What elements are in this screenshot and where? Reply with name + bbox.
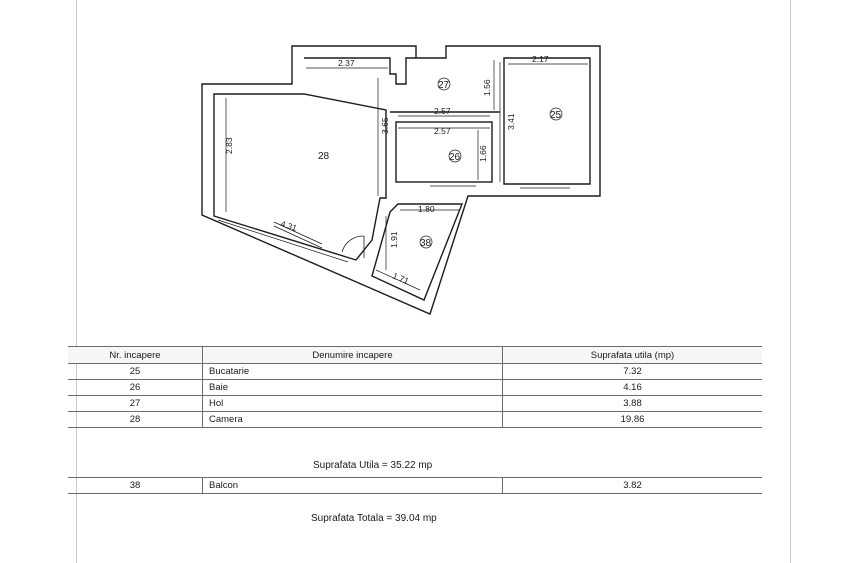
- window-line: [273, 225, 323, 249]
- room-38-inner-wall: [371, 203, 464, 301]
- room-number: 26: [449, 152, 461, 163]
- row-nr: 28: [68, 411, 203, 428]
- dimension-label: 4.31: [279, 218, 298, 233]
- table-row: 25 Bucatarie 7.32: [68, 363, 762, 380]
- sheet-edge-right: [790, 0, 791, 563]
- dimension-label: 2.57: [434, 106, 451, 116]
- row-name: Balcon: [202, 477, 503, 494]
- header-area: Suprafata utila (mp): [502, 346, 762, 364]
- sheet-edge-left: [76, 0, 77, 563]
- total-area: Suprafata Totala = 39.04 mp: [311, 513, 437, 524]
- room-number: 25: [550, 110, 562, 121]
- dimension-label: 3.41: [506, 113, 516, 130]
- table-header-row: Nr. incapere Denumire incapere Suprafata…: [68, 346, 762, 364]
- room-number: 28: [318, 151, 330, 162]
- row-nr: 25: [68, 363, 203, 380]
- rooms-table: Nr. incapere Denumire incapere Suprafata…: [68, 346, 762, 428]
- useful-area-total: Suprafata Utila = 35.22 mp: [313, 460, 433, 471]
- dim-line: [375, 269, 421, 291]
- balcony-table: 38 Balcon 3.82: [68, 477, 762, 494]
- row-area: 3.88: [502, 395, 762, 412]
- room-25-wall: [503, 57, 591, 185]
- dimension-label: 3.65: [380, 117, 390, 134]
- dimension-label: 2.37: [338, 58, 355, 68]
- row-name: Hol: [202, 395, 503, 412]
- dimension-label: 2.17: [532, 54, 549, 64]
- dimension-label: 2.57: [434, 126, 451, 136]
- row-nr: 27: [68, 395, 203, 412]
- dimension-label: 2.83: [224, 137, 234, 154]
- row-name: Camera: [202, 411, 503, 428]
- floor-plan: 28 27 26 25 38 2.37 2.83 3.65 4.31 2.57 …: [201, 45, 601, 315]
- row-name: Bucatarie: [202, 363, 503, 380]
- dimension-label: 1.91: [389, 231, 399, 248]
- table-row: 28 Camera 19.86: [68, 411, 762, 428]
- header-nr: Nr. incapere: [68, 346, 203, 364]
- room-numbers: 28 27 26 25 38: [318, 77, 563, 249]
- room-number-circle: [419, 235, 433, 249]
- table-row: 26 Baie 4.16: [68, 379, 762, 396]
- room-number-circle: [448, 149, 462, 163]
- room-number-circle: [437, 77, 451, 91]
- row-nr: 26: [68, 379, 203, 396]
- room-28-inner-wall: [213, 57, 416, 261]
- door-arc: [341, 235, 365, 253]
- dimension-label: 1.56: [482, 79, 492, 96]
- header-name: Denumire incapere: [202, 346, 503, 364]
- room-26-wall: [395, 121, 493, 183]
- row-area: 19.86: [502, 411, 762, 428]
- window-line: [273, 221, 323, 245]
- dimension-lines: [217, 60, 588, 291]
- row-area: 4.16: [502, 379, 762, 396]
- row-area: 7.32: [502, 363, 762, 380]
- row-area: 3.82: [502, 477, 762, 494]
- dim-line: [217, 219, 349, 263]
- room-number-circle: [549, 107, 563, 121]
- table-row: 27 Hol 3.88: [68, 395, 762, 412]
- row-nr: 38: [68, 477, 203, 494]
- row-name: Baie: [202, 379, 503, 396]
- dimension-label: 1.80: [418, 204, 435, 214]
- room-number: 27: [438, 80, 450, 91]
- room-number: 38: [420, 238, 432, 249]
- openings: [273, 185, 570, 258]
- dimension-label: 1.66: [478, 145, 488, 162]
- table-row: 38 Balcon 3.82: [68, 477, 762, 494]
